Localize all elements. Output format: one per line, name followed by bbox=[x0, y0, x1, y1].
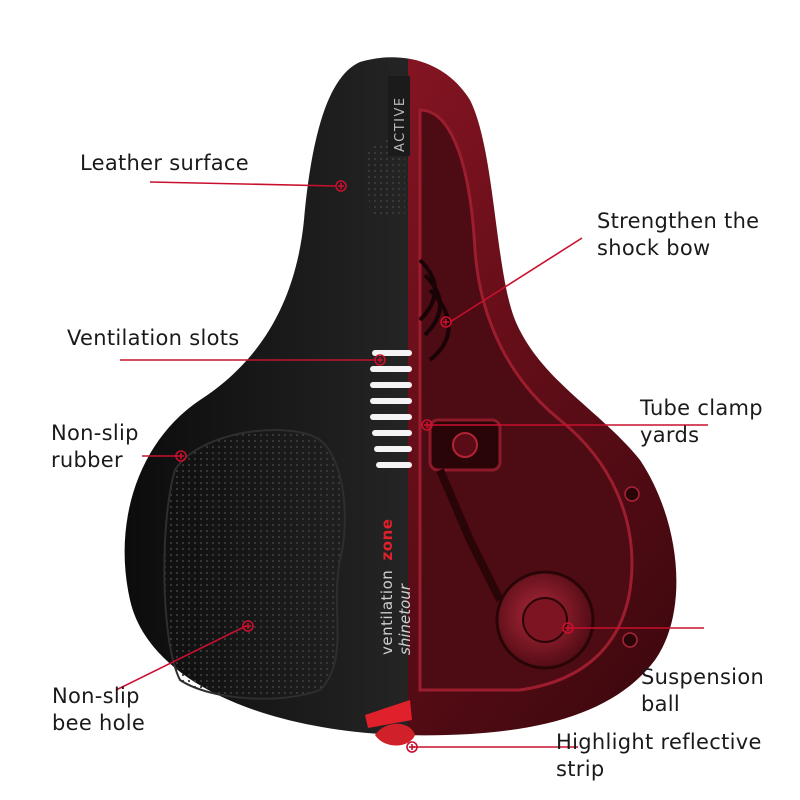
marker-reflective-icon bbox=[406, 741, 418, 753]
label-leather-surface: Leather surface bbox=[80, 150, 249, 177]
label-shock-bow-line1: Strengthen the bbox=[597, 209, 760, 233]
label-shock-bow-line2: shock bow bbox=[597, 236, 711, 260]
label-suspension-ball-line1: Suspension bbox=[641, 665, 765, 689]
label-tube-clamp: Tube clamp yards bbox=[640, 395, 763, 449]
label-suspension-ball-line2: ball bbox=[641, 692, 681, 716]
seat-side-print-2: shinetour bbox=[396, 583, 414, 655]
marker-leather-icon bbox=[335, 180, 347, 192]
label-tube-clamp-line2: yards bbox=[640, 423, 700, 447]
label-leather-surface-text: Leather surface bbox=[80, 151, 250, 175]
label-bee-hole: Non-slip bee hole bbox=[52, 683, 145, 737]
marker-suspension-icon bbox=[562, 622, 574, 634]
marker-ventilation-icon bbox=[374, 354, 386, 366]
seat-side-print-1: ventilation zone bbox=[378, 519, 396, 655]
marker-tube-clamp-icon bbox=[421, 419, 433, 431]
label-bee-hole-line1: Non-slip bbox=[52, 684, 140, 708]
nonslip-bee-pad bbox=[163, 429, 346, 700]
label-bee-hole-line2: bee hole bbox=[52, 711, 146, 735]
label-nonslip-rubber-line1: Non-slip bbox=[51, 421, 139, 445]
label-nonslip-rubber-line2: rubber bbox=[51, 448, 123, 472]
marker-bee-hole-icon bbox=[242, 620, 254, 632]
label-ventilation-slots-text: Ventilation slots bbox=[67, 326, 240, 350]
callout-lines bbox=[115, 181, 708, 748]
callout-line-bee-hole bbox=[115, 625, 247, 691]
label-shock-bow: Strengthen the shock bow bbox=[597, 208, 759, 262]
label-ventilation-slots: Ventilation slots bbox=[67, 325, 240, 352]
label-reflective-line2: strip bbox=[556, 757, 605, 781]
label-suspension-ball: Suspension ball bbox=[641, 664, 764, 718]
marker-rubber-icon bbox=[175, 450, 187, 462]
callout-markers bbox=[175, 180, 574, 753]
ventilation-slot-group bbox=[370, 350, 412, 468]
tube-clamp-mechanism bbox=[428, 418, 504, 602]
frame-screws bbox=[622, 486, 640, 648]
label-reflective-strip: Highlight reflective strip bbox=[556, 729, 762, 783]
label-tube-clamp-line1: Tube clamp bbox=[640, 396, 763, 420]
label-nonslip-rubber: Non-slip rubber bbox=[51, 420, 139, 474]
label-reflective-line1: Highlight reflective bbox=[556, 730, 762, 754]
callout-line-leather bbox=[149, 181, 337, 187]
callout-line-shock-bow bbox=[449, 237, 583, 323]
marker-shock-bow-icon bbox=[440, 316, 452, 328]
reflective-strip bbox=[365, 700, 412, 728]
seat-brand-badge: ACTIVE bbox=[393, 96, 408, 152]
